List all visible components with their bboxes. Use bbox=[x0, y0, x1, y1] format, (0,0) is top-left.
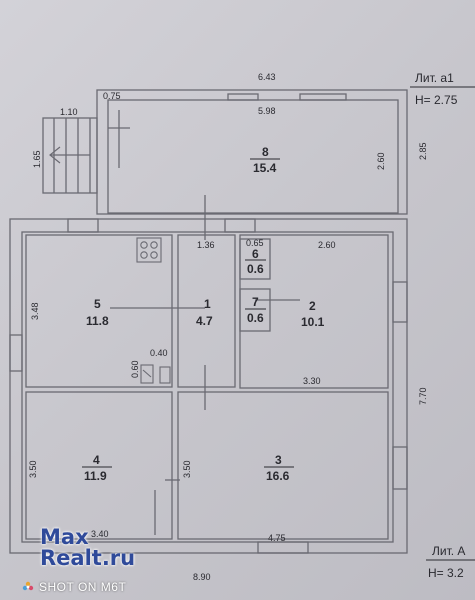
watermark-line1: Max bbox=[40, 525, 89, 549]
dim-room1-width: 1.36 bbox=[197, 240, 215, 250]
room3-wall bbox=[177, 391, 389, 540]
annex-window-2 bbox=[299, 93, 347, 101]
room7-number: 7 bbox=[252, 295, 259, 309]
dim-top-total: 6.43 bbox=[258, 72, 276, 82]
room7-area: 0.6 bbox=[247, 311, 264, 325]
arrow-icon bbox=[49, 146, 90, 164]
lit-a1-height: H= 2.75 bbox=[415, 93, 458, 107]
lit-a1-title: Лит. а1 bbox=[415, 71, 454, 85]
lit-a1-block: Лит. а1 H= 2.75 bbox=[410, 71, 475, 107]
house-outer-wall bbox=[9, 218, 408, 554]
room7-wall bbox=[239, 288, 271, 332]
dimension-labels: 6.43 0.75 5.98 2.60 2.85 1.10 1.65 1.36 … bbox=[28, 72, 428, 582]
house-window-top-center bbox=[224, 218, 256, 233]
room8-area: 15.4 bbox=[253, 161, 277, 175]
room5-area: 11.8 bbox=[86, 314, 109, 328]
room2-area: 10.1 bbox=[301, 315, 325, 329]
house-window-top-left bbox=[67, 218, 99, 233]
dim-bottom-total: 8.90 bbox=[193, 572, 211, 582]
dim-room3-depth: 3.50 bbox=[182, 460, 192, 478]
room8-number: 8 bbox=[262, 145, 269, 159]
house-inner-wall bbox=[21, 231, 394, 543]
annex-outer-wall bbox=[96, 89, 408, 215]
room3-area: 16.6 bbox=[266, 469, 290, 483]
room-labels: 8 15.4 6 0.6 7 0.6 5 11.8 1 4.7 2 10.1 4… bbox=[82, 145, 325, 483]
room4-wall bbox=[25, 391, 173, 540]
room4-number: 4 bbox=[93, 453, 100, 467]
dim-room2-bottom: 3.30 bbox=[303, 376, 321, 386]
dim-porch-width: 1.10 bbox=[60, 107, 78, 117]
room4-area: 11.9 bbox=[84, 469, 107, 483]
room6-number: 6 bbox=[252, 247, 259, 261]
lit-a-height: H= 3.2 bbox=[428, 566, 464, 580]
dim-room4-width: 3.40 bbox=[91, 529, 109, 539]
stove-burners-icon bbox=[136, 237, 162, 263]
camera-tag: SHOT ON M6T bbox=[22, 580, 126, 594]
room5-wall bbox=[25, 234, 173, 388]
watermark-line2: Realt.ru bbox=[40, 546, 136, 570]
dim-porch-depth: 1.65 bbox=[32, 150, 42, 168]
lit-a-block: Лит. А H= 3.2 bbox=[426, 544, 475, 580]
house-window-right-1 bbox=[392, 281, 408, 323]
dim-stove-a: 0.40 bbox=[150, 348, 168, 358]
room5-number: 5 bbox=[94, 297, 101, 311]
room6-wall bbox=[239, 238, 271, 280]
dim-room8-depth: 2.60 bbox=[376, 152, 386, 170]
dim-room6-width: 0.65 bbox=[246, 238, 264, 248]
room2-number: 2 bbox=[309, 299, 316, 313]
house-window-right-2 bbox=[392, 446, 408, 490]
dim-room5-depth: 3.48 bbox=[30, 302, 40, 320]
dim-annex-depth: 2.85 bbox=[418, 142, 428, 160]
room6-area: 0.6 bbox=[247, 262, 264, 276]
dim-room4-depth: 3.50 bbox=[28, 460, 38, 478]
stove-icon bbox=[140, 364, 171, 384]
dim-room8-width: 5.98 bbox=[258, 106, 276, 116]
dim-stove-b: 0.60 bbox=[130, 360, 140, 378]
lit-a-title: Лит. А bbox=[432, 544, 465, 558]
dim-room3-width: 4.75 bbox=[268, 533, 286, 543]
dim-room2-width: 2.60 bbox=[318, 240, 336, 250]
camera-flower-icon bbox=[22, 581, 34, 591]
dim-house-depth: 7.70 bbox=[418, 387, 428, 405]
camera-tag-text: SHOT ON M6T bbox=[39, 580, 127, 594]
watermark: Max Realt.ru bbox=[40, 527, 135, 569]
room1-number: 1 bbox=[204, 297, 211, 311]
house-window-left bbox=[9, 334, 23, 372]
porch bbox=[42, 117, 98, 194]
room1-area: 4.7 bbox=[196, 314, 213, 328]
annex-inner-wall bbox=[107, 99, 399, 214]
house-window-bottom bbox=[257, 541, 309, 554]
room1-wall bbox=[177, 234, 236, 388]
room3-number: 3 bbox=[275, 453, 282, 467]
annex-window-1 bbox=[227, 93, 259, 101]
dim-porch-offset: 0.75 bbox=[103, 91, 121, 101]
